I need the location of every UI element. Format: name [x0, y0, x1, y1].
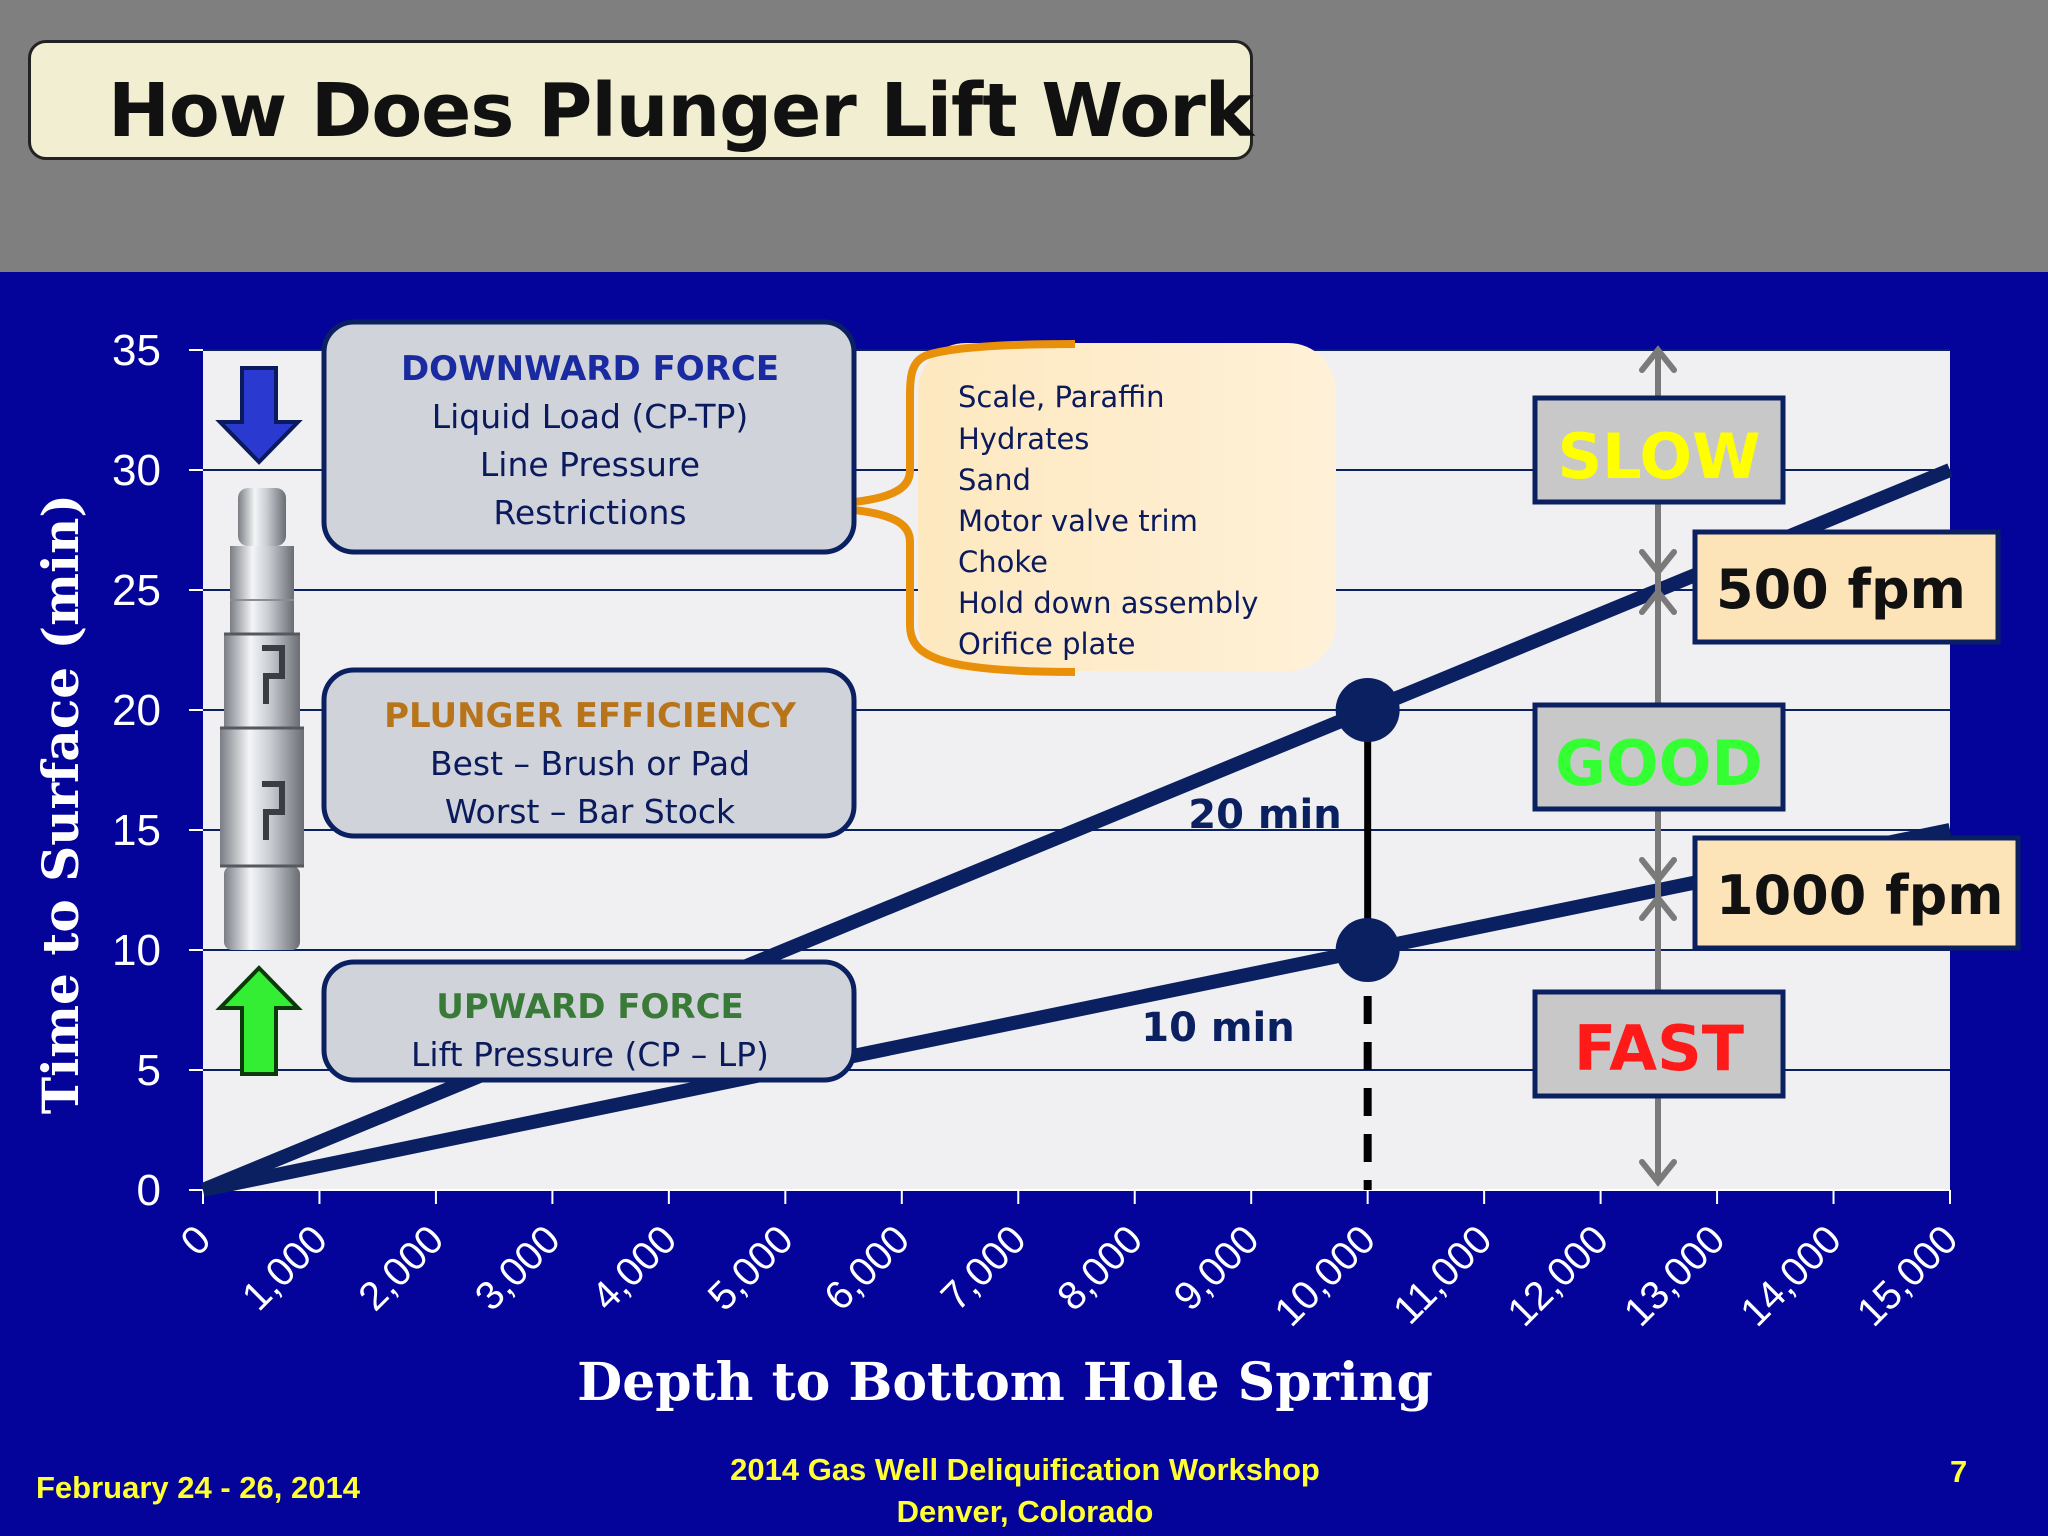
downward-force-line: Liquid Load (CP-TP)	[432, 397, 749, 436]
x-tick-label: 11,000	[1385, 1217, 1501, 1333]
y-tick-label: 5	[137, 1046, 161, 1095]
x-tick-label: 5,000	[700, 1217, 802, 1319]
series-1000-label-box	[1692, 835, 2021, 951]
restrictions-bubble	[918, 343, 1336, 671]
series-500-label-box	[1692, 529, 2001, 645]
x-tick-label: 7,000	[933, 1217, 1035, 1319]
slow-label: SLOW	[1557, 420, 1760, 493]
upward-force-line: Lift Pressure (CP – LP)	[411, 1035, 769, 1074]
footer-date: February 24 - 26, 2014	[36, 1470, 360, 1505]
plunger-efficiency-line: Best – Brush or Pad	[430, 744, 750, 783]
downward-force-callout	[321, 319, 857, 555]
downward-force-line: Restrictions	[493, 493, 686, 532]
restriction-item: Choke	[958, 545, 1048, 579]
x-axis-title: Depth to Bottom Hole Spring	[577, 1352, 1433, 1413]
down-arrow-icon	[215, 366, 303, 465]
x-tick-label: 15,000	[1849, 1217, 1967, 1335]
fast-box	[1532, 989, 1786, 1099]
x-tick-label: 10,000	[1266, 1217, 1384, 1335]
y-tick-label: 30	[112, 446, 161, 495]
x-tick-label: 2,000	[350, 1217, 452, 1319]
upward-force-heading: UPWARD FORCE	[436, 987, 744, 1027]
up-arrow-icon	[215, 965, 303, 1076]
downward-force-line: Line Pressure	[480, 445, 700, 484]
marker-label-10min: 10 min	[1141, 1005, 1294, 1051]
downward-force-heading: DOWNWARD FORCE	[401, 349, 779, 389]
marker-point	[1335, 918, 1400, 982]
x-tick-label: 1,000	[234, 1217, 336, 1319]
series-1000-label: 1000 fpm	[1716, 864, 2004, 927]
x-tick-label: 8,000	[1049, 1217, 1151, 1319]
x-tick-label: 4,000	[583, 1217, 685, 1319]
good-label: GOOD	[1555, 727, 1763, 800]
plunger-efficiency-callout	[321, 667, 857, 839]
restriction-item: Scale, Paraffin	[958, 380, 1165, 414]
restrictions-list: Scale, Paraffin Hydrates Sand Motor valv…	[958, 380, 1268, 661]
plunger-efficiency-heading: PLUNGER EFFICIENCY	[384, 696, 796, 736]
plunger-icon	[220, 488, 304, 950]
x-tick-label: 0	[173, 1217, 220, 1264]
restriction-item: Sand	[958, 463, 1031, 497]
restriction-item: Hold down assembly	[958, 586, 1258, 620]
fast-label: FAST	[1574, 1012, 1744, 1085]
x-tick-label: 14,000	[1732, 1217, 1850, 1335]
y-tick-label: 35	[112, 326, 161, 375]
y-tick-label: 25	[112, 566, 161, 615]
y-tick-label: 10	[112, 926, 161, 975]
y-axis-title: Time to Surface (min)	[31, 494, 90, 1114]
plunger-efficiency-line: Worst – Bar Stock	[445, 792, 736, 831]
restriction-item: Motor valve trim	[958, 504, 1198, 538]
upward-force-callout	[321, 959, 857, 1083]
footer-event: 2014 Gas Well Deliquification Workshop	[730, 1452, 1320, 1487]
marker-point	[1335, 678, 1400, 742]
x-tick-label: 6,000	[816, 1217, 918, 1319]
y-tick-label: 20	[112, 686, 161, 735]
series-500-label: 500 fpm	[1716, 558, 1966, 621]
slide-title: How Does Plunger Lift Work	[108, 68, 1254, 154]
y-tick-label: 15	[112, 806, 161, 855]
x-tick-label: 3,000	[467, 1217, 569, 1319]
title-box	[28, 40, 1253, 160]
good-box	[1532, 702, 1786, 812]
x-tick-label: 9,000	[1166, 1217, 1268, 1319]
marker-label-20min: 20 min	[1188, 792, 1341, 838]
slow-box	[1532, 395, 1786, 505]
page-number: 7	[1950, 1454, 1968, 1489]
y-tick-label: 0	[137, 1166, 161, 1215]
x-tick-label: 13,000	[1616, 1217, 1734, 1335]
footer-location: Denver, Colorado	[896, 1494, 1154, 1529]
restriction-item: Hydrates	[958, 422, 1089, 456]
restriction-item: Orifice plate	[958, 627, 1136, 661]
x-tick-label: 12,000	[1499, 1217, 1617, 1335]
